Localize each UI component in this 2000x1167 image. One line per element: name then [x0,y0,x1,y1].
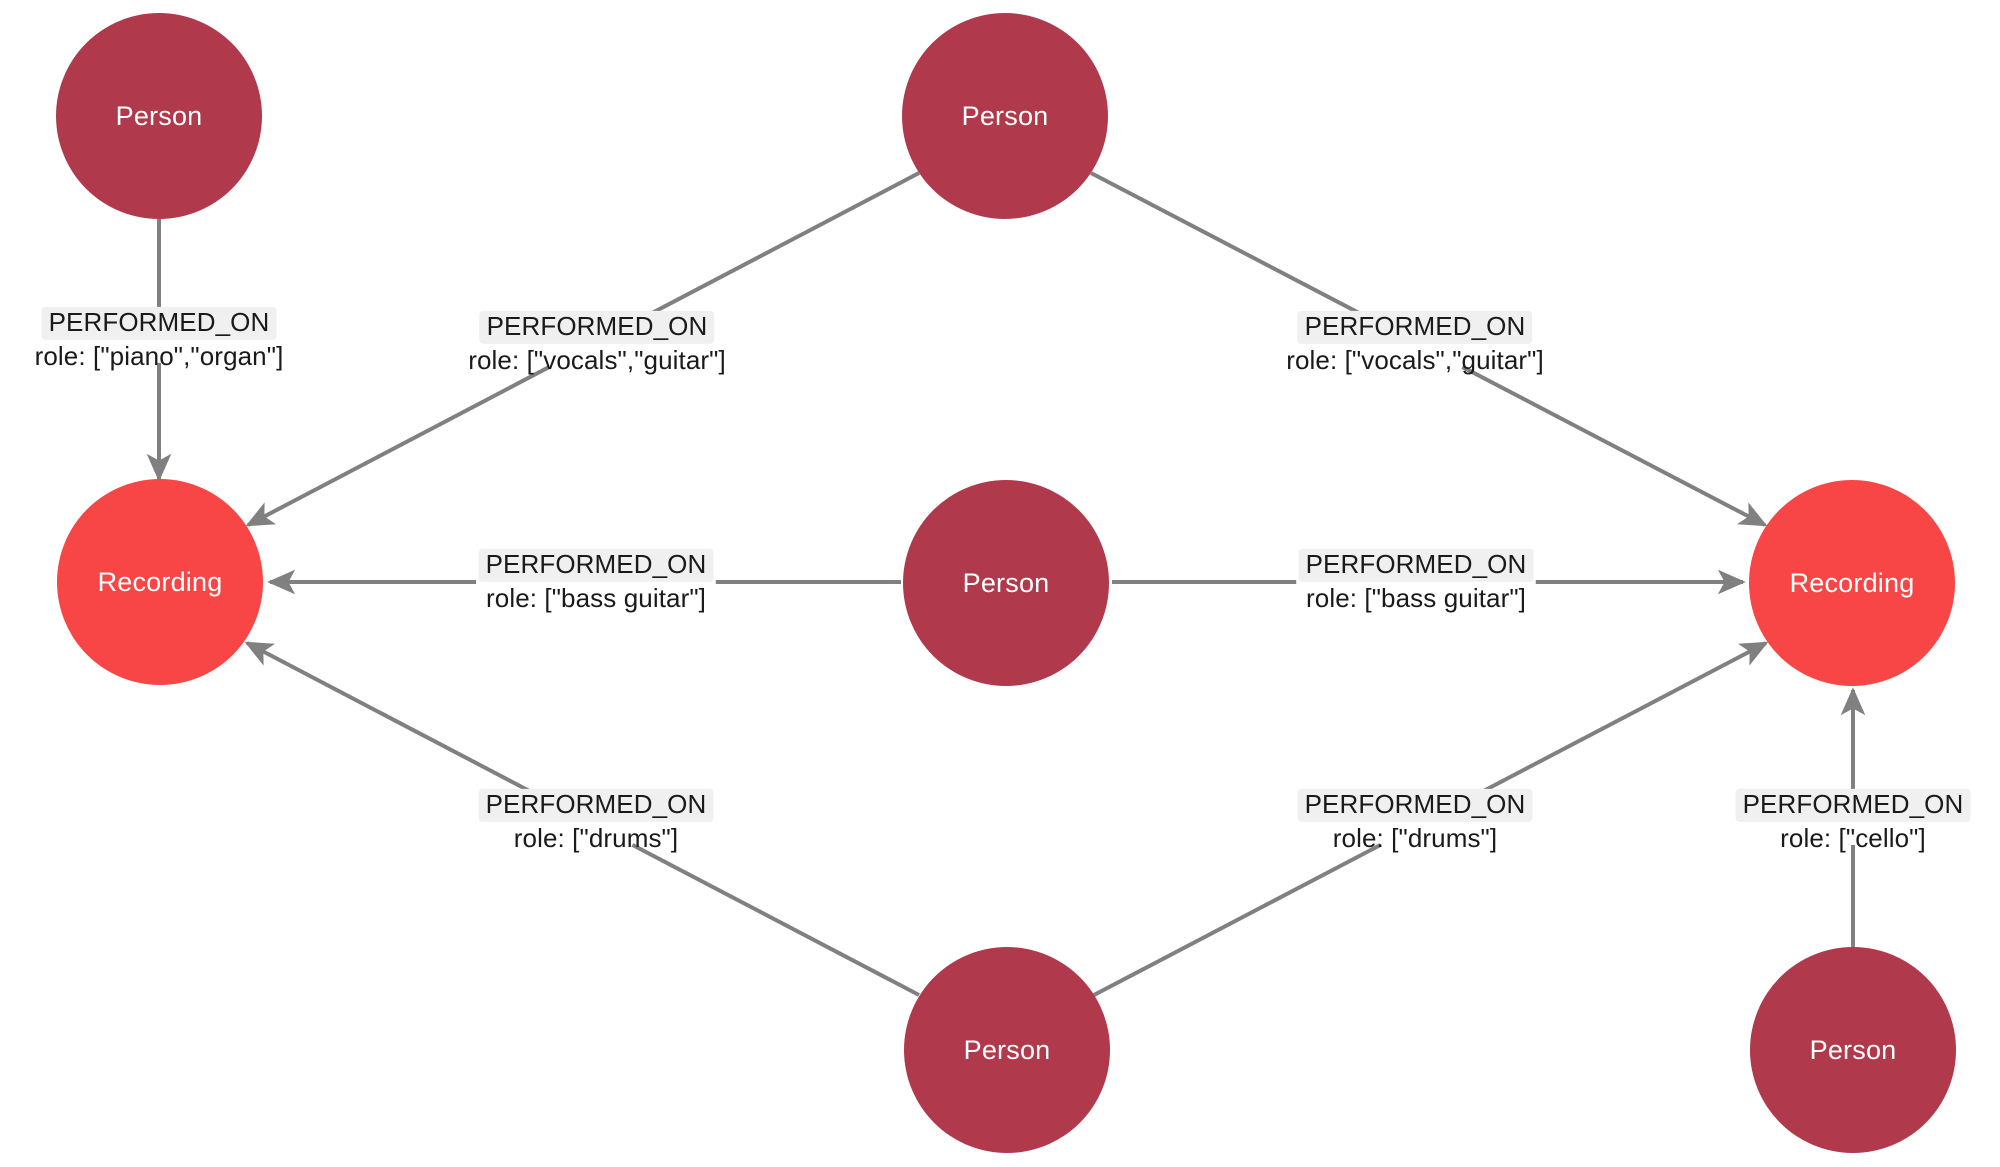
graph-node-label: Person [961,100,1049,131]
graph-edge-line[interactable] [639,171,920,321]
graph-edge-line[interactable] [631,843,920,997]
graph-edge-line[interactable] [1090,171,1372,321]
graph-edge-line[interactable] [1093,843,1382,997]
graph-node-label: Recording [1789,567,1915,598]
graph-edge-line[interactable] [1461,365,1768,527]
relationship-type: PERFORMED_ON [478,548,714,582]
graph-edge-line[interactable] [244,641,542,799]
relationship-properties: role: ["vocals","guitar"] [468,345,726,375]
graph-node-label: Person [115,100,203,131]
graph-node-person[interactable]: Person [1750,947,1956,1153]
relationship-properties: role: ["cello"] [1780,823,1926,853]
relationship-properties: role: ["drums"] [1332,823,1498,853]
graph-node-label: Person [963,1034,1051,1065]
relationship-type: PERFORMED_ON [479,310,715,344]
relationship-properties: role: ["vocals","guitar"] [1286,345,1544,375]
edge-lines [146,171,1866,997]
graph-node-label: Recording [97,566,223,597]
graph-node-person[interactable]: Person [904,947,1110,1153]
relationship-type: PERFORMED_ON [1297,310,1533,344]
relationship-properties: role: ["bass guitar"] [1306,583,1526,613]
graph-node-person[interactable]: Person [902,13,1108,219]
graph-edge-line[interactable] [245,365,551,527]
graph-node-recording[interactable]: Recording [57,479,263,685]
relationship-type: PERFORMED_ON [41,306,277,340]
graph-node-label: Person [962,567,1050,598]
relationship-type: PERFORMED_ON [1297,788,1533,822]
graph-node-person[interactable]: Person [56,13,262,219]
relationship-type: PERFORMED_ON [1735,788,1971,822]
graph-node-recording[interactable]: Recording [1749,480,1955,686]
relationship-properties: role: ["drums"] [513,823,679,853]
relationship-properties: role: ["bass guitar"] [486,583,706,613]
graph-node-person[interactable]: Person [903,480,1109,686]
graph-edge-line[interactable] [1471,641,1769,799]
graph-node-label: Person [1809,1034,1897,1065]
relationship-type: PERFORMED_ON [1298,548,1534,582]
relationship-type: PERFORMED_ON [478,788,714,822]
relationship-properties: role: ["piano","organ"] [34,341,284,371]
